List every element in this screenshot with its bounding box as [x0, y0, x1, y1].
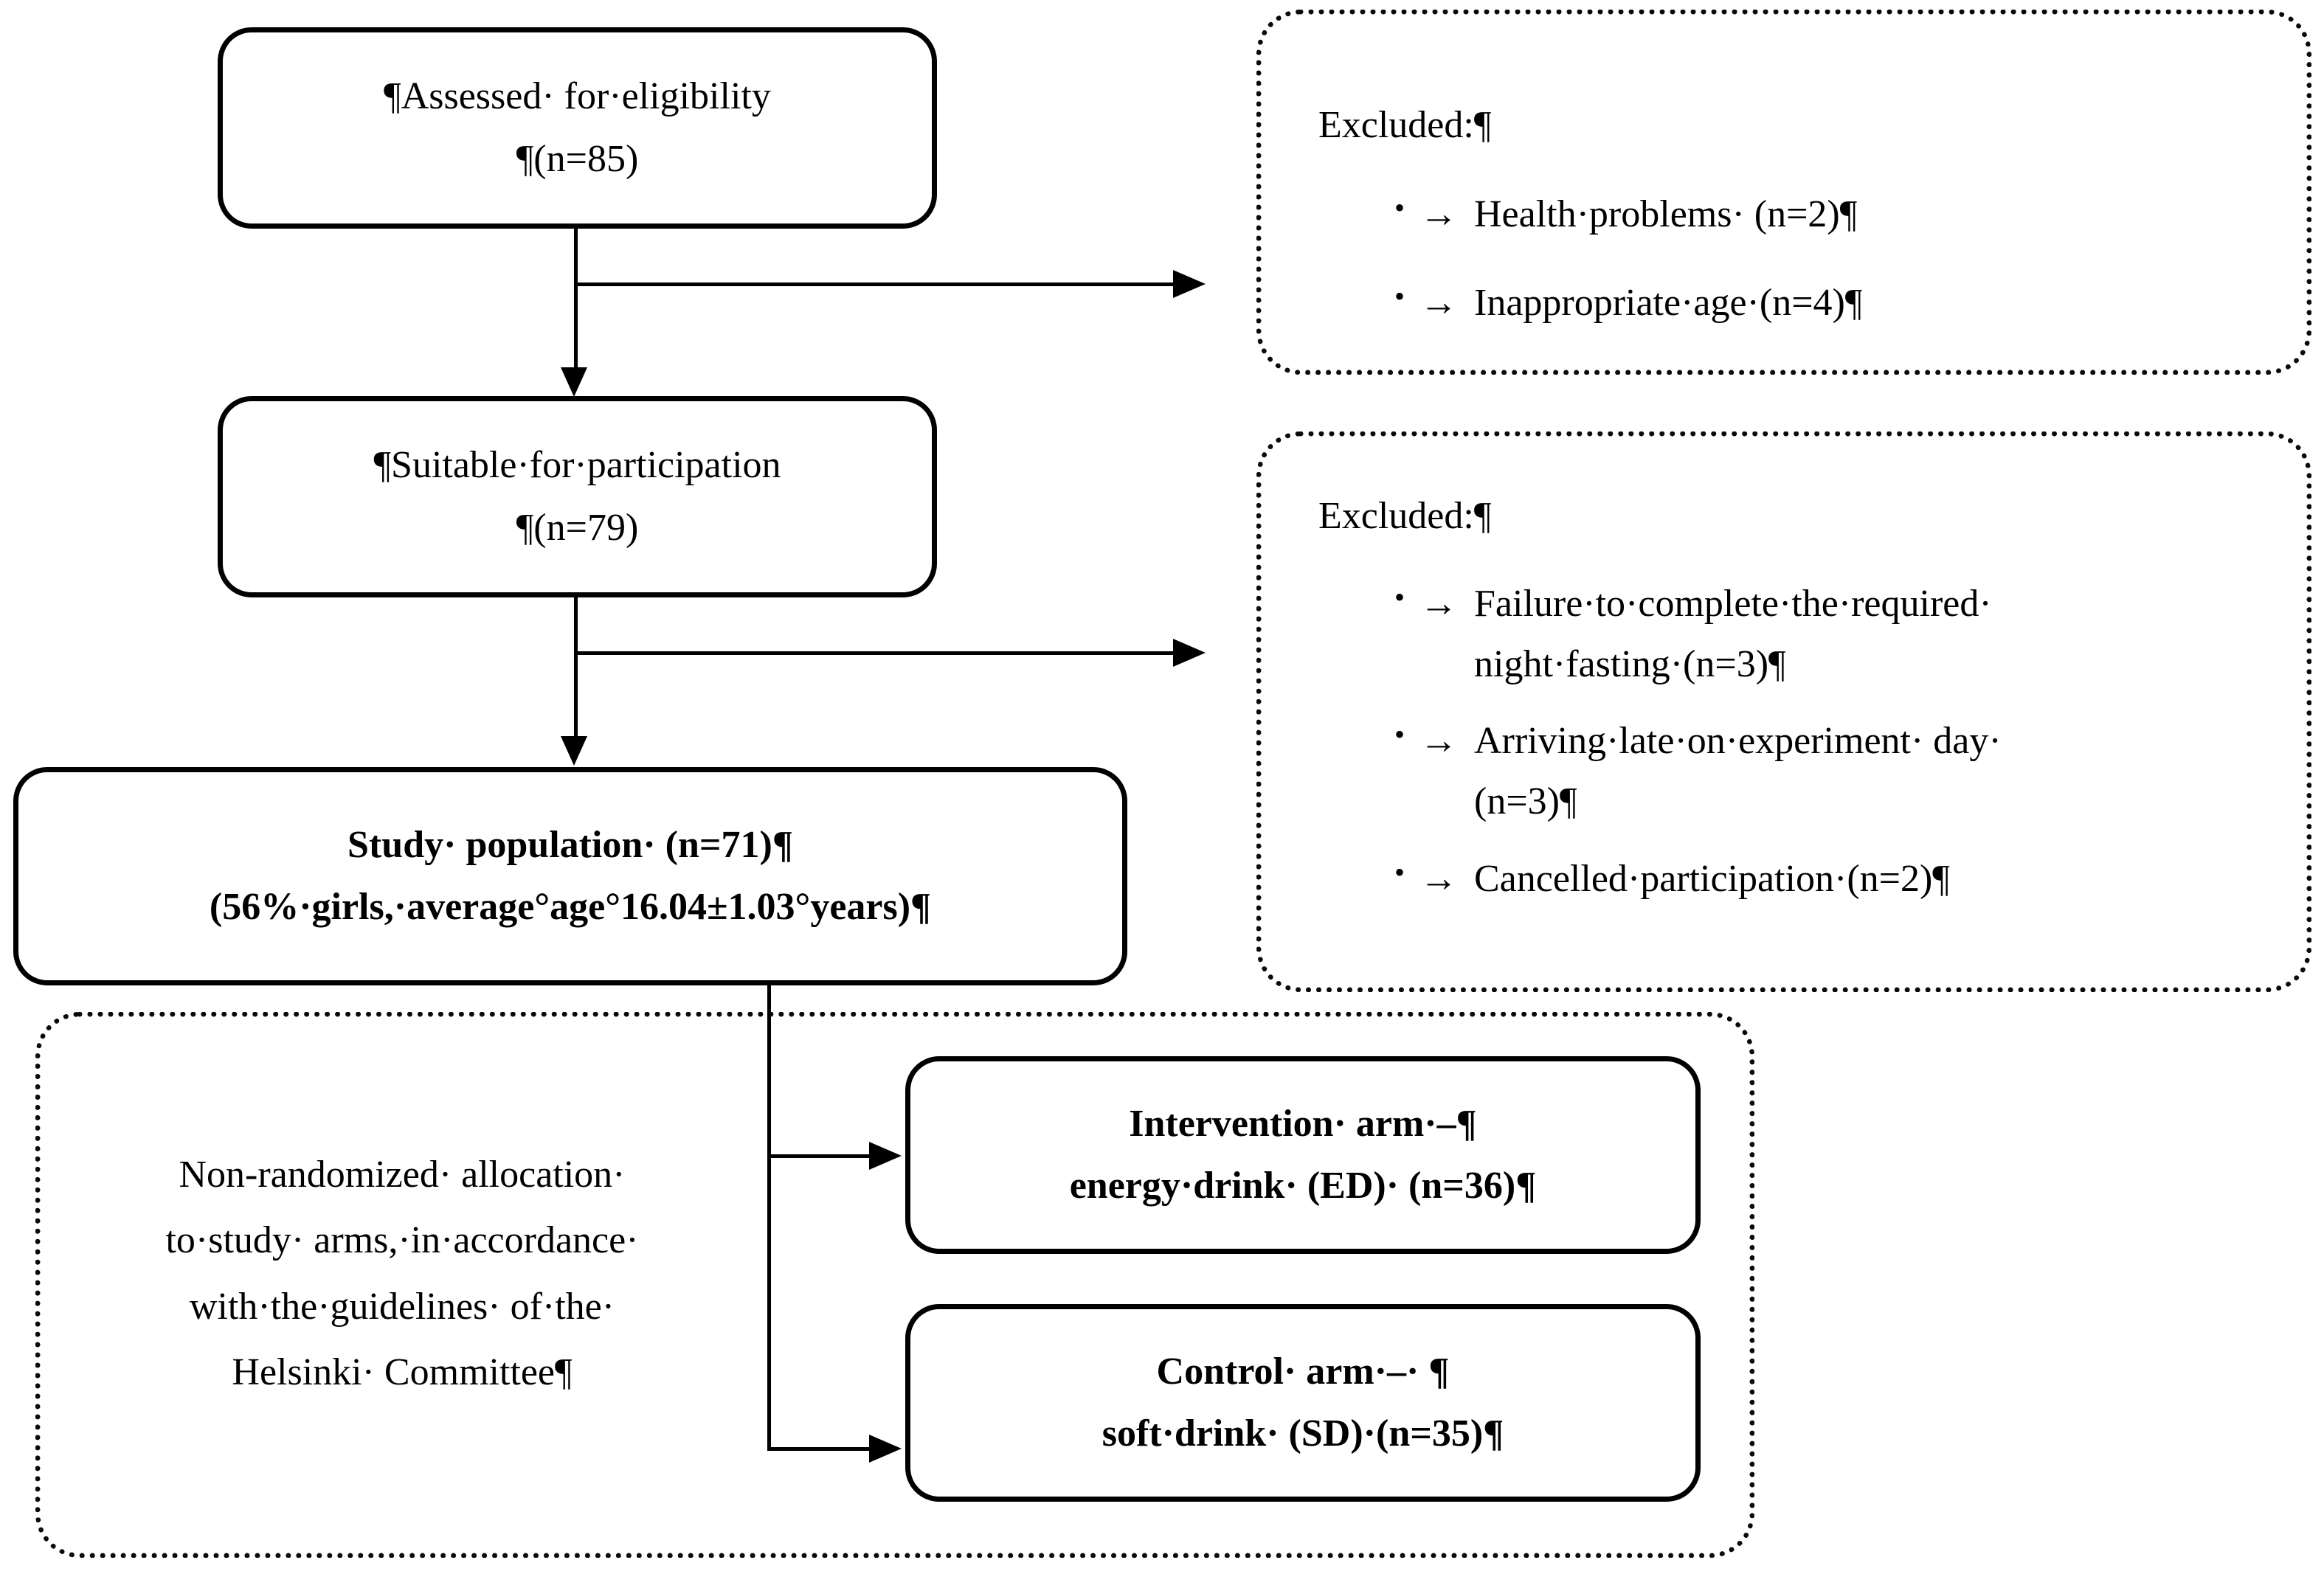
bullet-icon: • [1394, 580, 1405, 614]
bullet-icon: • [1394, 191, 1405, 224]
list-item-text: Health·problems· (n=2)¶ [1474, 193, 1858, 235]
bullet-icon: • [1394, 280, 1405, 313]
list-item: • → Failure·to·complete·the·required· ni… [1394, 574, 2287, 695]
list-item: • → Inappropriate·age·(n=4)¶ [1394, 273, 2265, 333]
arrow-right-icon: → [1419, 857, 1458, 900]
node-control-arm-line2: soft·drink· (SD)·(n=35)¶ [1102, 1412, 1504, 1455]
connector-suitable-to-study-arrowhead [561, 736, 587, 766]
excluded-box-1 [1256, 10, 2311, 375]
list-item-text: Cancelled·participation·(n=2)¶ [1474, 857, 1950, 900]
connector-assessed-to-suitable-arrowhead [561, 367, 587, 397]
excluded-box-1-list: • → Health·problems· (n=2)¶ • → Inapprop… [1394, 184, 2265, 333]
connector-to-excluded-2-arrowhead [1173, 639, 1206, 667]
list-item: • → Arriving·late·on·experiment· day· (n… [1394, 711, 2287, 832]
connector-to-intervention-arm-line [767, 1154, 874, 1158]
list-item-text-cont: (n=3)¶ [1474, 780, 1577, 823]
arrow-right-icon: → [1419, 583, 1458, 625]
node-suitable-for-participation: ¶Suitable·for·participation ¶(n=79) [218, 396, 937, 597]
node-intervention-arm: Intervention· arm·–¶ energy·drink· (ED)·… [905, 1056, 1701, 1254]
allocation-line1: Non-randomized· allocation· [179, 1154, 626, 1196]
list-item: • → Health·problems· (n=2)¶ [1394, 184, 2265, 245]
list-item: • → Cancelled·participation·(n=2)¶ [1394, 849, 2287, 909]
connector-to-excluded-2-line [574, 651, 1175, 655]
allocation-text: Non-randomized· allocation· to·study· ar… [70, 1142, 734, 1406]
node-assessed-line1: ¶Assessed· for·eligibility [384, 75, 771, 118]
allocation-container [35, 1012, 1754, 1558]
excluded-box-1-title: Excluded:¶ [1318, 104, 1492, 146]
connector-assessed-to-suitable-line [574, 229, 578, 372]
connector-to-excluded-1-line [574, 282, 1175, 286]
arrow-right-icon: → [1419, 282, 1458, 325]
node-intervention-arm-line1: Intervention· arm·–¶ [1129, 1102, 1477, 1145]
node-study-population: Study· population· (n=71)¶ (56%·girls,·a… [13, 767, 1127, 985]
connector-to-intervention-arm-arrowhead [869, 1142, 902, 1170]
excluded-box-2 [1256, 431, 2311, 992]
node-intervention-arm-line2: energy·drink· (ED)· (n=36)¶ [1069, 1165, 1537, 1207]
bullet-icon: • [1394, 718, 1405, 752]
arrow-right-icon: → [1419, 720, 1458, 763]
bullet-icon: • [1394, 855, 1405, 889]
node-study-population-line1: Study· population· (n=71)¶ [347, 823, 793, 866]
list-item-text-cont: night·fasting·(n=3)¶ [1474, 643, 1786, 686]
arrow-right-icon: → [1419, 193, 1458, 235]
allocation-line4: Helsinki· Committee¶ [232, 1351, 573, 1394]
allocation-line3: with·the·guidelines· of·the· [189, 1285, 615, 1328]
connector-suitable-to-study-line [574, 597, 578, 741]
list-item-text: Failure·to·complete·the·required· [1474, 583, 1992, 625]
node-suitable-line2: ¶(n=79) [516, 506, 639, 549]
connector-study-to-arms-trunk [767, 985, 771, 1450]
excluded-box-2-title: Excluded:¶ [1318, 495, 1492, 537]
node-study-population-line2: (56%·girls,·average°age°16.04±1.03°years… [209, 886, 932, 928]
connector-to-control-arm-line [767, 1447, 874, 1451]
node-control-arm: Control· arm·–· ¶ soft·drink· (SD)·(n=35… [905, 1304, 1701, 1502]
node-assessed-for-eligibility: ¶Assessed· for·eligibility ¶(n=85) [218, 27, 937, 229]
excluded-box-2-list: • → Failure·to·complete·the·required· ni… [1394, 574, 2287, 909]
connector-to-excluded-1-arrowhead [1173, 270, 1206, 298]
list-item-text: Arriving·late·on·experiment· day· [1474, 720, 2002, 763]
connector-to-control-arm-arrowhead [869, 1435, 902, 1463]
list-item-text: Inappropriate·age·(n=4)¶ [1474, 282, 1863, 325]
node-assessed-line2: ¶(n=85) [516, 137, 639, 180]
node-control-arm-line1: Control· arm·–· ¶ [1156, 1350, 1450, 1393]
node-suitable-line1: ¶Suitable·for·participation [373, 444, 781, 487]
allocation-line2: to·study· arms,·in·accordance· [165, 1219, 639, 1262]
